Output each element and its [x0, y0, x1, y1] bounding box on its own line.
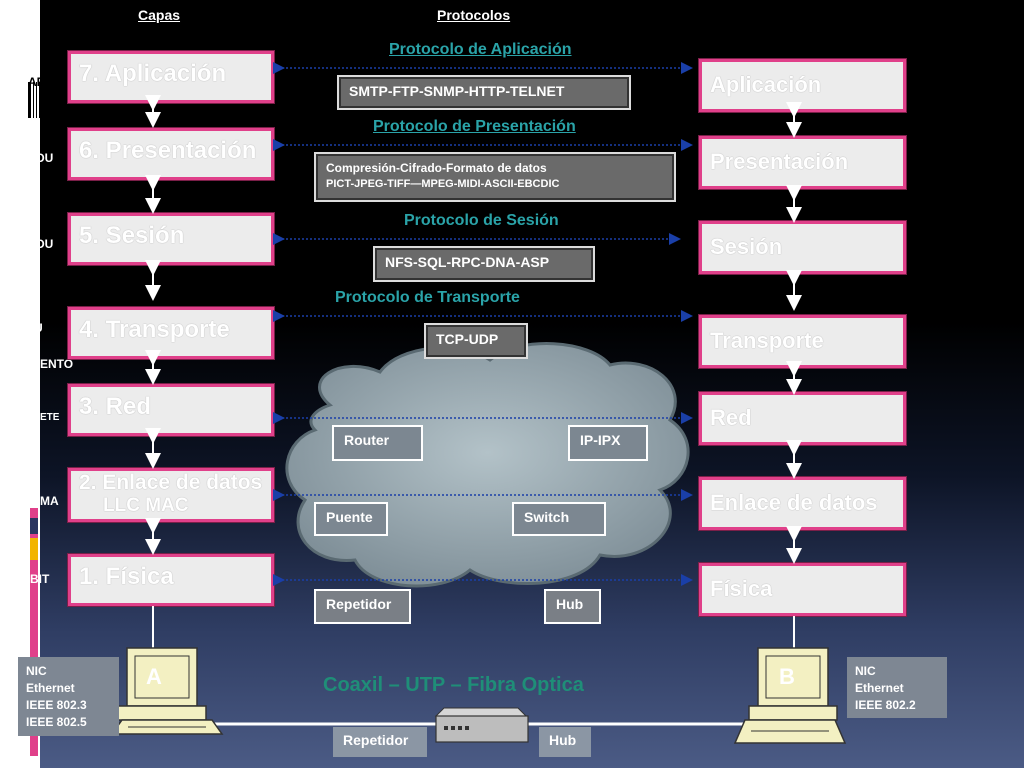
protocol-box-application: SMTP-FTP-SNMP-HTTP-TELNET	[337, 75, 631, 110]
unit-label: ETE	[40, 412, 60, 423]
layer-physical-left: 1. Física	[68, 554, 274, 606]
bottom-repeater-label: Repetidor	[333, 727, 427, 757]
presentation-line2: PICT-JPEG-TIFF—MPEG-MIDI-ASCII-EBCDIC	[326, 178, 560, 190]
computer-a-icon	[110, 647, 224, 735]
left-bar-decoration	[28, 82, 42, 118]
protocol-box-session: NFS-SQL-RPC-DNA-ASP	[373, 246, 595, 282]
layer-transport-left: 4. Transporte	[68, 307, 274, 359]
network-device-icon	[434, 707, 529, 743]
protocol-title-session: Protocolo de Sesión	[404, 212, 559, 229]
transmission-medium: Coaxil – UTP – Fibra Optica	[323, 674, 584, 696]
presentation-line1: Compresión-Cifrado-Formato de datos	[326, 161, 547, 175]
repeater-box: Repetidor	[314, 589, 411, 624]
unit-label: BIT	[30, 572, 50, 586]
unit-header-line1: ad de	[40, 6, 72, 20]
hub-box: Hub	[544, 589, 601, 624]
layer-physical-right: Física	[699, 563, 906, 616]
protocols-header: Protocolos	[437, 7, 511, 23]
router-box: Router	[332, 425, 423, 461]
unit-header-line2: cambio	[40, 23, 83, 37]
nic-left-line: IEEE 802.3	[26, 698, 87, 712]
unit-label: MA	[40, 494, 59, 508]
ip-ipx-box: IP-IPX	[568, 425, 648, 461]
left-navy-square	[30, 518, 38, 534]
bottom-hub-label: Hub	[539, 727, 591, 757]
layer-network-left: 3. Red	[68, 384, 274, 436]
protocol-box-transport: TCP-UDP	[424, 323, 528, 359]
protocol-box-presentation: Compresión-Cifrado-Formato de datos PICT…	[314, 152, 676, 202]
nic-right-line: Ethernet	[855, 681, 904, 695]
computer-b-icon	[733, 647, 847, 744]
nic-left-line: NIC	[26, 664, 47, 678]
unit-label: APDU	[28, 75, 63, 89]
layer-transport-right: Transporte	[699, 315, 906, 368]
llc-mac-label: LLC MAC	[103, 495, 189, 516]
nic-right-line: NIC	[855, 664, 876, 678]
layer-presentation-right: Presentación	[699, 136, 906, 189]
unit-label: U	[34, 321, 43, 335]
protocol-title-application: Protocolo de Aplicación	[389, 41, 572, 58]
layer-datalink-title: 2. Enlace de datos	[79, 471, 263, 494]
unit-label: PDU	[28, 237, 54, 251]
unit-label: MENTO	[30, 357, 74, 371]
nic-box-right: NIC Ethernet IEEE 802.2	[847, 657, 947, 718]
protocol-title-transport: Protocolo de Transporte	[335, 289, 520, 306]
nic-box-left: NIC Ethernet IEEE 802.3 IEEE 802.5	[18, 657, 119, 736]
layer-session-right: Sesión	[699, 221, 906, 274]
layer-application-left: 7. Aplicación	[68, 51, 274, 103]
left-yellow-square	[30, 538, 38, 560]
layer-presentation-left: 6. Presentación	[68, 128, 274, 180]
layer-session-left: 5. Sesión	[68, 213, 274, 265]
protocol-title-presentation: Protocolo de Presentación	[373, 118, 576, 135]
layer-application-right: Aplicación	[699, 59, 906, 112]
computer-a-label: A	[146, 664, 162, 689]
bridge-box: Puente	[314, 502, 388, 536]
nic-left-line: IEEE 802.5	[26, 715, 87, 729]
layer-datalink-left: 2. Enlace de datos LLC MAC	[68, 468, 274, 522]
left-pink-bar	[30, 508, 38, 756]
switch-box: Switch	[512, 502, 606, 536]
network-cloud	[285, 342, 690, 588]
layer-datalink-right: Enlace de datos	[699, 477, 906, 530]
layer-network-right: Red	[699, 392, 906, 445]
layers-header: Capas	[138, 7, 181, 23]
nic-right-line: IEEE 802.2	[855, 698, 916, 712]
nic-left-line: Ethernet	[26, 681, 75, 695]
unit-label: PDU	[28, 151, 54, 165]
computer-b-label: B	[779, 664, 795, 689]
